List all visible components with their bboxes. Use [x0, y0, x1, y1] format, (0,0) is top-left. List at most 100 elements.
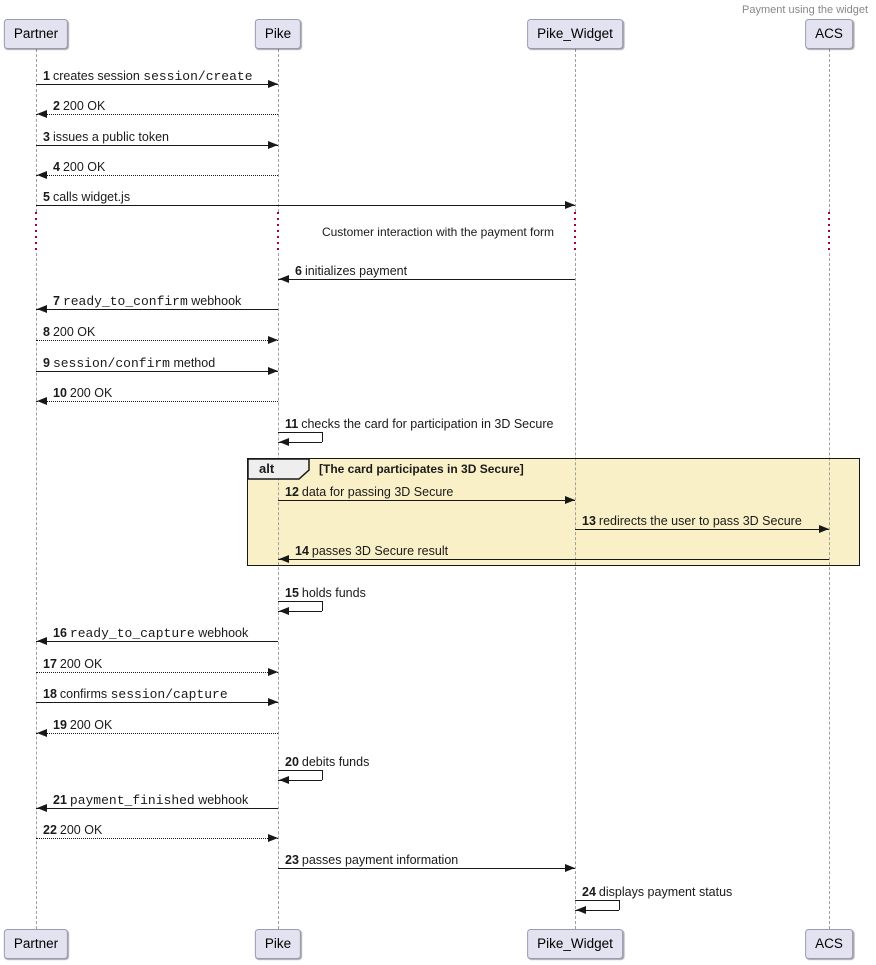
- message-18-arrowhead: [268, 698, 278, 706]
- message-12-line: [278, 500, 575, 501]
- message-number: 10: [53, 386, 67, 400]
- alt-fragment-operator: alt: [259, 461, 275, 476]
- message-9-line: [36, 371, 278, 372]
- message-6-arrowhead: [279, 275, 289, 283]
- message-11-line-return: [278, 442, 322, 443]
- message-20-arrowhead: [279, 776, 289, 784]
- message-19-line: [36, 733, 278, 734]
- message-number: 2: [53, 99, 60, 113]
- message-number: 20: [285, 755, 299, 769]
- message-21-line: [36, 808, 278, 809]
- message-19-arrowhead: [37, 729, 47, 737]
- message-6-line: [278, 279, 575, 280]
- participant-acs-top: ACS: [805, 19, 853, 49]
- message-text: webhook: [187, 294, 242, 308]
- lifeline-partner: [36, 253, 37, 929]
- message-2-arrowhead: [37, 110, 47, 118]
- message-text-code: ready_to_capture: [69, 626, 195, 641]
- message-13-arrowhead: [819, 525, 829, 533]
- message-text: passes payment information: [301, 853, 459, 867]
- message-number: 8: [43, 325, 50, 339]
- message-text: redirects the user to pass 3D Secure: [598, 514, 802, 528]
- message-text-code: payment_finished: [69, 793, 195, 808]
- lifeline-pike_widget: [575, 253, 576, 929]
- message-9-arrowhead: [268, 367, 278, 375]
- message-number: 3: [43, 130, 50, 144]
- message-number: 11: [285, 417, 299, 431]
- message-text: checks the card for participation in 3D …: [301, 417, 554, 431]
- message-16-arrowhead: [37, 637, 47, 645]
- message-number: 19: [53, 718, 67, 732]
- message-text: 200 OK: [62, 160, 106, 174]
- message-11-arrowhead: [279, 438, 289, 446]
- message-text: 200 OK: [59, 823, 103, 837]
- message-number: 12: [285, 485, 299, 499]
- message-text-code: session/confirm: [52, 356, 170, 371]
- lifeline-pike: [278, 49, 279, 212]
- message-4-line: [36, 175, 278, 176]
- message-number: 21: [53, 793, 67, 807]
- message-23-line: [278, 868, 575, 869]
- alt-fragment-body: [247, 458, 860, 566]
- message-number: 4: [53, 160, 60, 174]
- participant-pike_widget-bottom: Pike_Widget: [527, 929, 623, 959]
- message-text-code: ready_to_confirm: [62, 294, 188, 309]
- lifeline-acs-delay: [828, 212, 830, 253]
- message-text: 200 OK: [62, 99, 106, 113]
- message-15-arrowhead: [279, 607, 289, 615]
- message-1-line: [36, 84, 278, 85]
- message-3-line: [36, 145, 278, 146]
- message-number: 7: [53, 294, 60, 308]
- message-number: 23: [285, 853, 299, 867]
- message-number: 24: [582, 885, 596, 899]
- lifeline-acs: [829, 49, 830, 212]
- participant-pike-bottom: Pike: [254, 929, 302, 959]
- participant-pike-top: Pike: [254, 19, 302, 49]
- message-15-line-return: [278, 611, 322, 612]
- message-text: calls widget.js: [52, 190, 131, 204]
- message-24-arrowhead: [576, 906, 586, 914]
- message-number: 18: [43, 687, 57, 701]
- lifeline-pike-delay: [277, 212, 279, 253]
- message-23-arrowhead: [565, 864, 575, 872]
- lifeline-partner: [36, 49, 37, 212]
- message-14-arrowhead: [279, 555, 289, 563]
- message-15-line-side: [322, 601, 323, 611]
- message-5-line: [36, 205, 575, 206]
- message-text: webhook: [194, 626, 249, 640]
- lifeline-pike: [278, 253, 279, 929]
- delay-note: Customer interaction with the payment fo…: [321, 225, 555, 239]
- message-text: 200 OK: [59, 657, 103, 671]
- participant-partner-bottom: Partner: [3, 929, 69, 959]
- message-24-line-return: [575, 910, 619, 911]
- message-22-line: [36, 838, 278, 839]
- message-text: data for passing 3D Secure: [301, 485, 454, 499]
- message-8-arrowhead: [268, 336, 278, 344]
- message-24-line: [575, 900, 619, 901]
- message-text: 200 OK: [69, 718, 113, 732]
- alt-fragment-tab: [247, 458, 311, 481]
- message-3-arrowhead: [268, 141, 278, 149]
- alt-fragment-frame: [247, 458, 860, 566]
- message-text: creates session: [52, 69, 144, 83]
- message-20-line: [278, 770, 322, 771]
- message-7-line: [36, 309, 278, 310]
- participant-acs-bottom: ACS: [805, 929, 853, 959]
- message-8-line: [36, 340, 278, 341]
- message-7-arrowhead: [37, 305, 47, 313]
- message-11-line-side: [322, 432, 323, 442]
- message-18-line: [36, 702, 278, 703]
